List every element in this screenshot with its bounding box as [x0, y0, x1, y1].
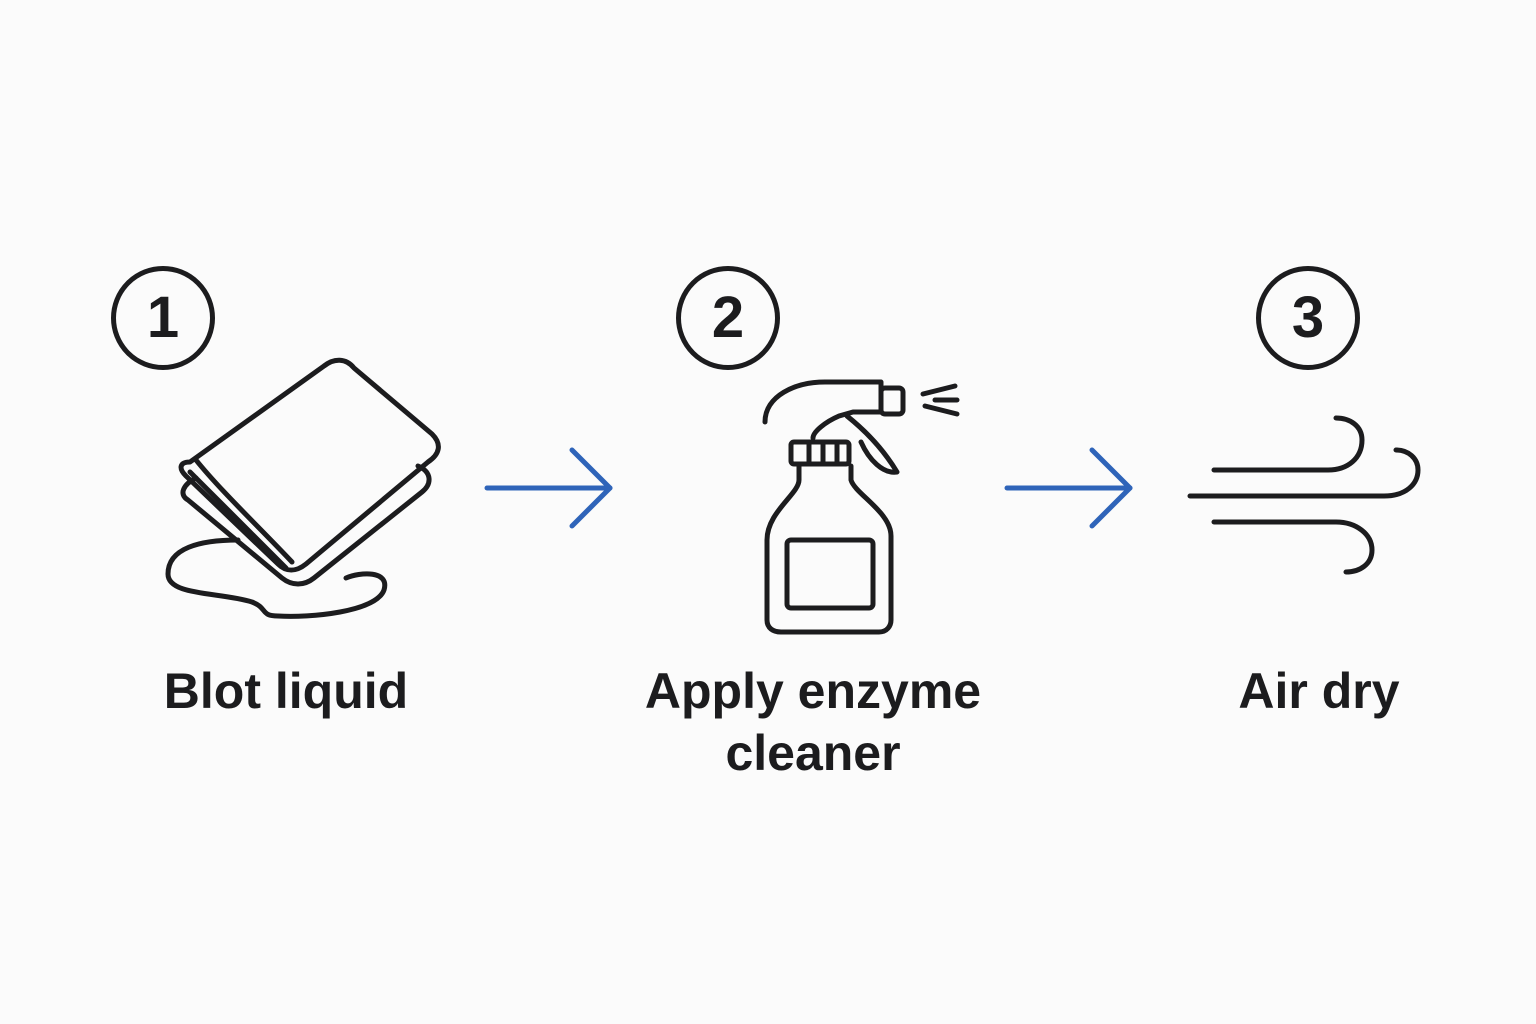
wind-icon — [1186, 414, 1426, 584]
step-2-number-badge: 2 — [676, 266, 780, 370]
step-2-label: Apply enzyme cleaner — [644, 663, 982, 781]
arrow-right-icon — [484, 446, 616, 535]
step-3-label: Air dry — [1238, 663, 1400, 719]
arrow-right-icon — [1004, 446, 1136, 535]
spray-bottle-icon — [755, 376, 965, 638]
step-3-number-badge: 3 — [1256, 266, 1360, 370]
step-1-label: Blot liquid — [163, 663, 409, 719]
step-1-number-badge: 1 — [111, 266, 215, 370]
cloth-icon — [160, 350, 450, 630]
